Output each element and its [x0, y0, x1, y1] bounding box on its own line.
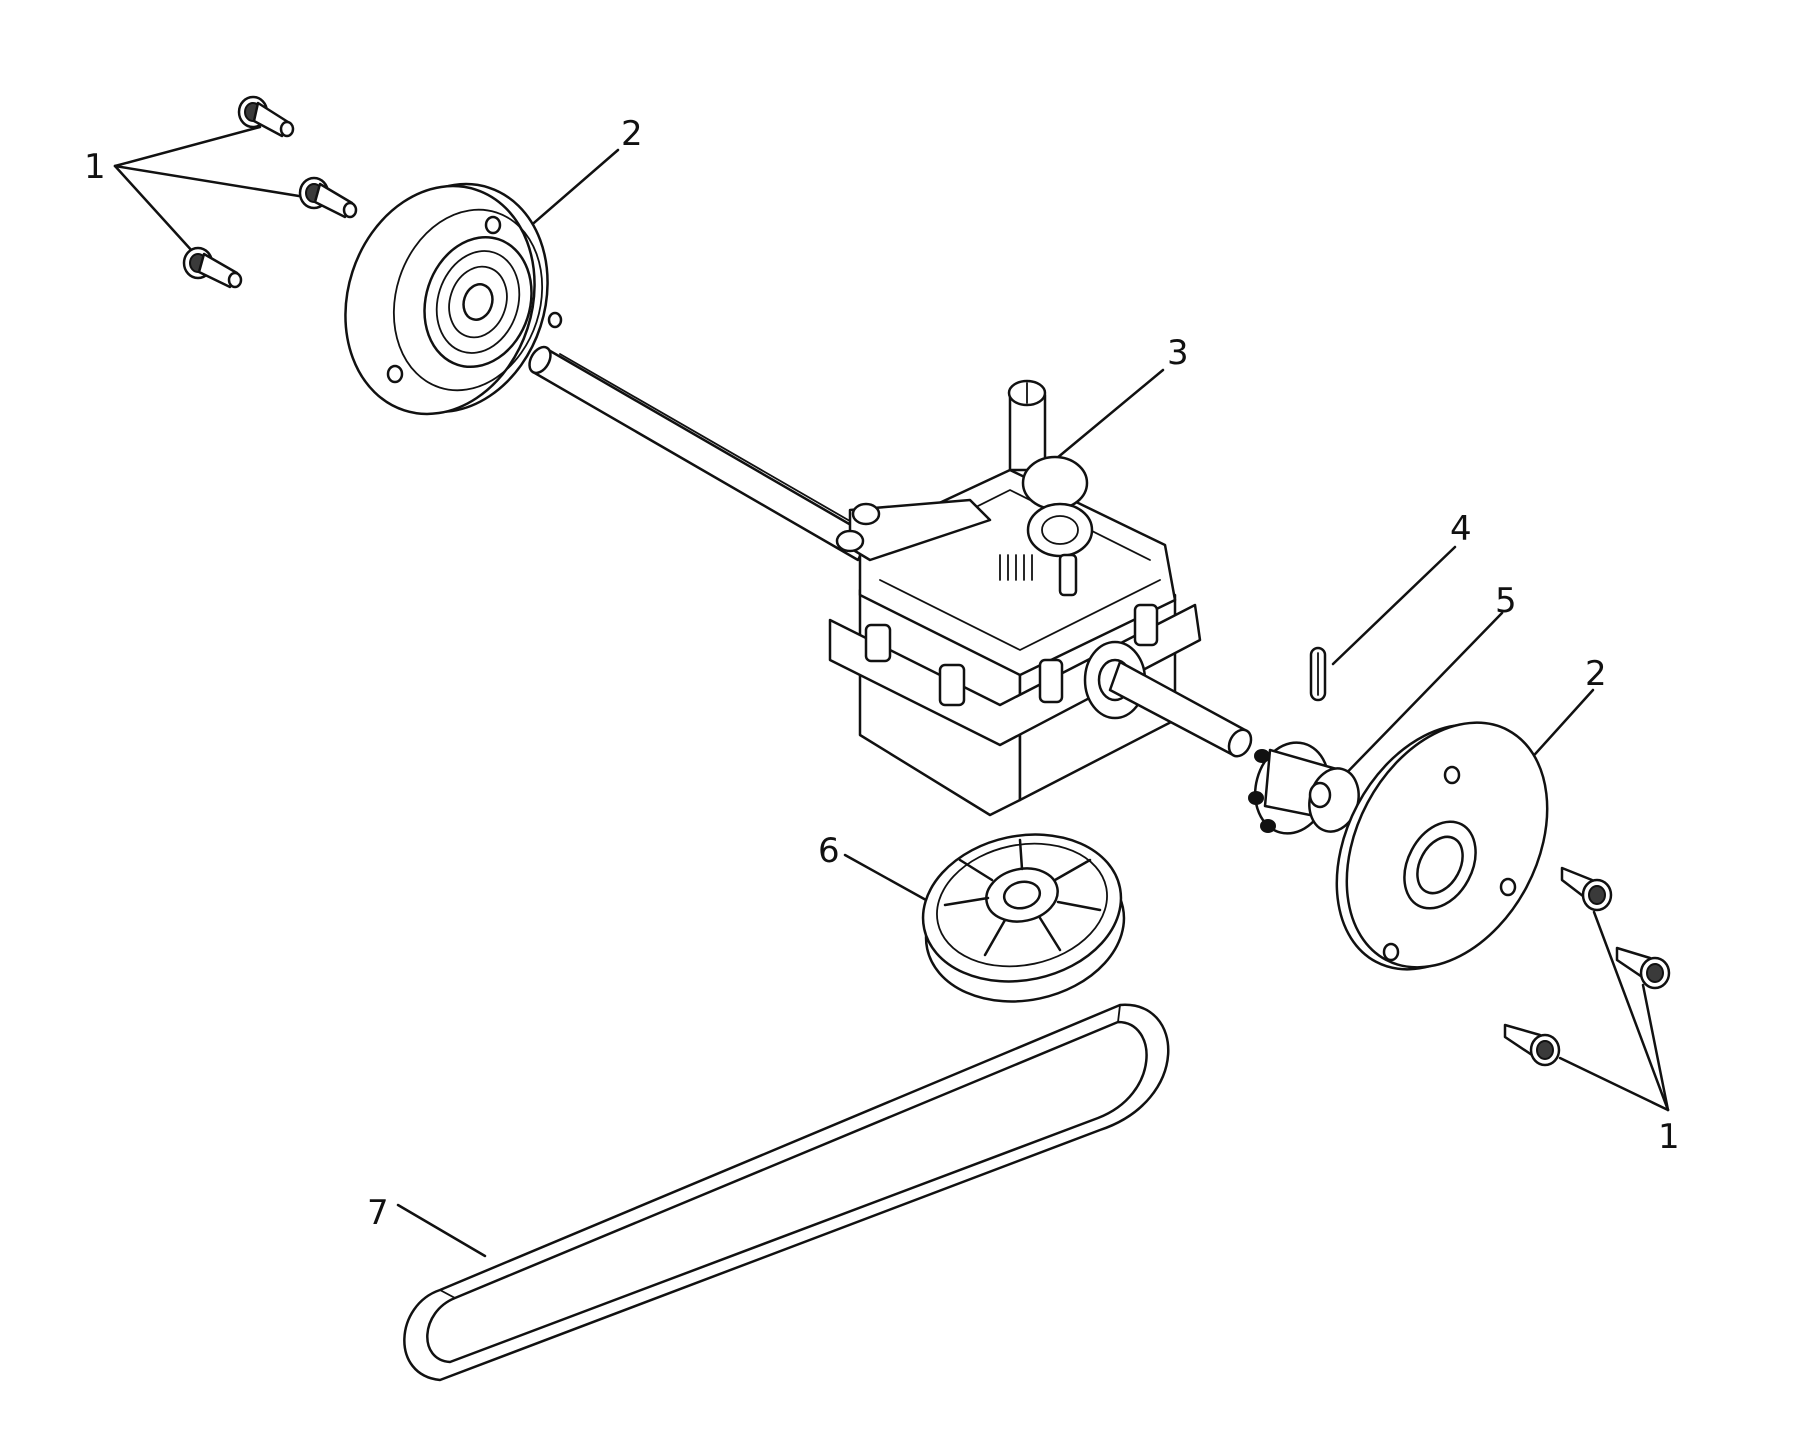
callout-7: 7	[367, 1193, 389, 1233]
callout-labels: 1 2 3 4 5 2 6 1 7	[84, 114, 1680, 1233]
v-belt	[403, 1003, 1170, 1382]
left-flange-bolt-top	[237, 95, 295, 138]
callout-6: 6	[818, 831, 840, 871]
callout-2-left: 2	[621, 114, 643, 154]
right-flange-bolt-top	[1560, 866, 1613, 912]
drive-sprocket	[1248, 741, 1360, 835]
right-flange-bolt-bottom	[1503, 1023, 1561, 1067]
callout-3: 3	[1167, 333, 1189, 373]
key-pin	[1309, 646, 1327, 702]
right-wheel-hub-flange	[1335, 721, 1549, 971]
callout-1-left: 1	[84, 147, 106, 187]
callout-4: 4	[1450, 509, 1472, 549]
callout-1-right: 1	[1658, 1117, 1680, 1157]
lever-spring	[999, 554, 1033, 581]
output-shaft	[1108, 660, 1253, 758]
drive-pulley	[921, 833, 1126, 1003]
pulley-spokes	[943, 838, 1102, 957]
callout-5: 5	[1495, 581, 1517, 621]
left-wheel-hub-flange	[344, 182, 563, 416]
right-flange-bolt-middle	[1615, 946, 1671, 990]
transmission-gearbox	[828, 379, 1202, 817]
leader-lines	[113, 125, 1670, 1258]
left-flange-bolt-middle	[298, 176, 358, 219]
axle-shaft	[528, 345, 872, 562]
callout-2-right: 2	[1585, 654, 1607, 694]
left-flange-bolt-bottom	[182, 246, 243, 289]
